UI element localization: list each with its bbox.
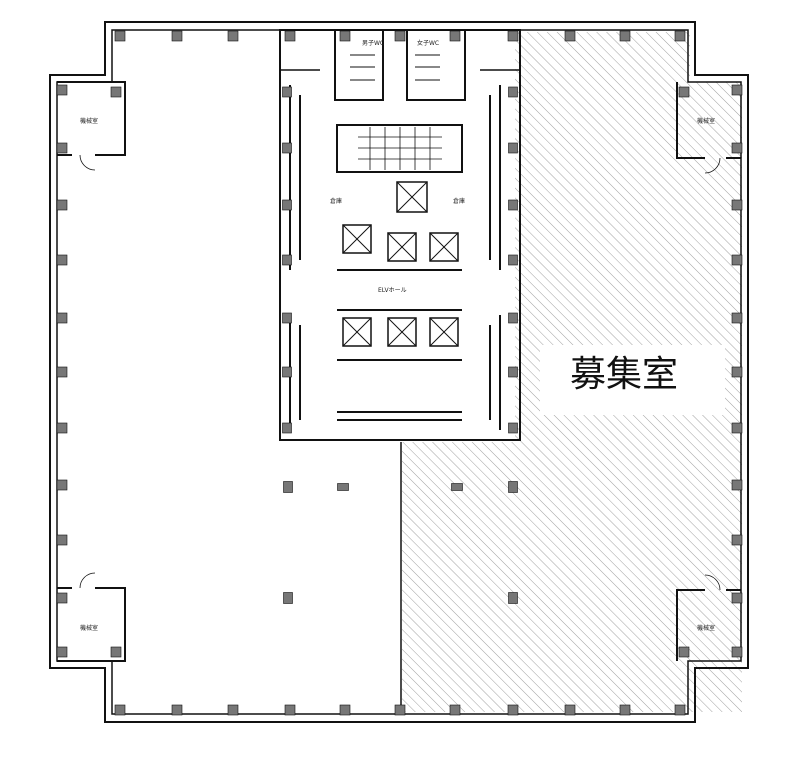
column	[508, 86, 518, 98]
corner-room-bottom-right: 機械室	[676, 574, 741, 661]
column	[282, 366, 292, 378]
column	[731, 646, 743, 658]
column	[731, 534, 743, 546]
column	[678, 646, 690, 658]
column	[451, 483, 463, 491]
column	[56, 592, 68, 604]
elevator-shaft	[429, 317, 459, 347]
column	[56, 84, 68, 96]
column	[284, 30, 296, 42]
column	[339, 30, 351, 42]
corner-room-top-right: 機械室	[676, 82, 741, 174]
column	[731, 312, 743, 324]
vacancy-label[interactable]: 募集室	[570, 354, 678, 395]
elevator-shaft	[342, 317, 372, 347]
column	[56, 254, 68, 266]
column	[114, 704, 126, 716]
column	[56, 646, 68, 658]
outer-wall	[49, 21, 749, 723]
column	[227, 704, 239, 716]
column	[731, 366, 743, 378]
column	[110, 86, 122, 98]
column	[508, 422, 518, 434]
column	[731, 422, 743, 434]
column	[674, 30, 686, 42]
elevator-group	[342, 181, 459, 347]
column	[227, 30, 239, 42]
column	[282, 199, 292, 211]
column	[508, 254, 518, 266]
column	[449, 704, 461, 716]
corner-room-label: 機械室	[697, 117, 715, 125]
column	[114, 30, 126, 42]
column	[731, 479, 743, 491]
column	[449, 30, 461, 42]
column	[731, 142, 743, 154]
room-label-elevator-hall: ELVホール	[378, 287, 407, 294]
column	[110, 646, 122, 658]
column	[56, 199, 68, 211]
column	[56, 534, 68, 546]
column	[731, 592, 743, 604]
elevator-shaft	[387, 317, 417, 347]
column	[282, 312, 292, 324]
column	[56, 142, 68, 154]
column	[731, 84, 743, 96]
column	[508, 366, 518, 378]
corner-room-top-left: 機械室	[57, 81, 126, 171]
corner-room-label: 機械室	[697, 624, 715, 632]
column	[282, 86, 292, 98]
column	[282, 422, 292, 434]
column	[171, 30, 183, 42]
elevator-shaft	[342, 224, 372, 254]
column	[678, 86, 690, 98]
column	[171, 704, 183, 716]
corner-room-label: 機械室	[80, 117, 98, 125]
column	[394, 704, 406, 716]
column	[337, 483, 349, 491]
elevator-shaft	[429, 232, 459, 262]
column	[56, 312, 68, 324]
column	[619, 30, 631, 42]
column	[508, 199, 518, 211]
column	[56, 366, 68, 378]
column	[507, 704, 519, 716]
room-label-storage-left: 倉庫	[330, 197, 342, 205]
column	[339, 704, 351, 716]
corner-room-label: 機械室	[80, 624, 98, 632]
column-group	[56, 30, 743, 716]
column	[283, 481, 293, 493]
column	[731, 254, 743, 266]
column	[564, 704, 576, 716]
vacancy-label-box	[540, 345, 725, 415]
column	[282, 142, 292, 154]
room-label-wc-men: 男子WC	[362, 40, 384, 47]
column	[564, 30, 576, 42]
column	[56, 479, 68, 491]
corner-room-bottom-left: 機械室	[57, 572, 126, 662]
column	[284, 704, 296, 716]
column	[731, 199, 743, 211]
column	[508, 142, 518, 154]
column	[674, 704, 686, 716]
column	[56, 422, 68, 434]
column	[508, 312, 518, 324]
room-label-storage-right: 倉庫	[453, 197, 465, 205]
room-label-wc-women: 女子WC	[417, 39, 439, 47]
column	[508, 481, 518, 493]
elevator-shaft	[387, 232, 417, 262]
column	[619, 704, 631, 716]
column	[507, 30, 519, 42]
elevator-shaft	[396, 181, 428, 213]
column	[508, 592, 518, 604]
column	[282, 254, 292, 266]
column	[283, 592, 293, 604]
column	[394, 30, 406, 42]
